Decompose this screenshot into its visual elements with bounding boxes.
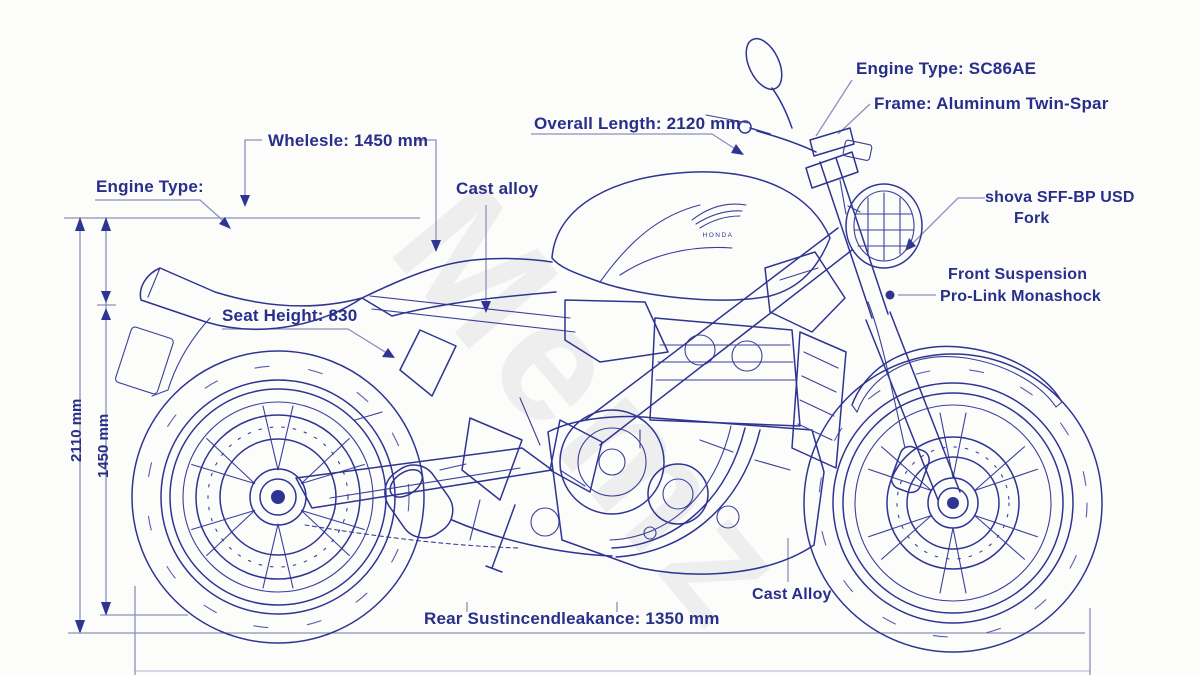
front-wheel [803, 353, 1103, 653]
label-front-suspension-line1: Front Suspension [948, 266, 1088, 283]
mirror [745, 37, 783, 91]
exhaust-muffler [384, 464, 454, 539]
label-rear-dimension: Rear Sustincendleakance: 1350 mm [424, 609, 720, 628]
footpegs [354, 329, 523, 573]
handlebar [705, 37, 873, 161]
tank-wing-icon [691, 203, 747, 229]
engine [547, 317, 825, 575]
label-engine-type-code: Engine Type: SC86AE [856, 59, 1037, 78]
front-fender [851, 345, 1063, 413]
front-fork [805, 127, 961, 501]
label-cast-alloy-mid: Cast alloy [456, 179, 539, 198]
side-stand [485, 504, 516, 573]
seat-tail [115, 257, 557, 397]
label-cast-alloy-bottom: Cast Alloy [752, 586, 832, 603]
side-panel [564, 299, 669, 363]
swingarm [295, 447, 560, 549]
headlight [845, 183, 923, 269]
shroud-line [779, 267, 819, 281]
label-frame: Frame: Aluminum Twin-Spar [874, 94, 1109, 113]
label-seat-height: Seat Height: 830 [222, 306, 358, 325]
inner-height-dim: 1450 mm [95, 414, 112, 478]
label-fork-line2: Fork [1014, 210, 1050, 227]
label-front-suspension-line2: Pro-Link Monashock [940, 288, 1101, 305]
overall-height-dim: 2110 mm [68, 399, 85, 462]
radiator [791, 331, 847, 469]
label-wheelbase: Whelesle: 1450 mm [268, 131, 429, 150]
leader-lines [95, 79, 985, 582]
radiator-shroud [764, 251, 846, 333]
label-overall-length: Overall Length: 2120 mm [534, 114, 741, 133]
tank-logo-text: HONDA [703, 232, 734, 239]
label-engine-type-left: Engine Type: [96, 177, 204, 196]
fuel-tank: HONDA [551, 171, 831, 301]
dimension-lines: 2110 mm 1450 mm [64, 217, 1091, 675]
label-fork-line1: shova SFF-BP USD [985, 189, 1135, 206]
exhaust-link [451, 519, 613, 557]
